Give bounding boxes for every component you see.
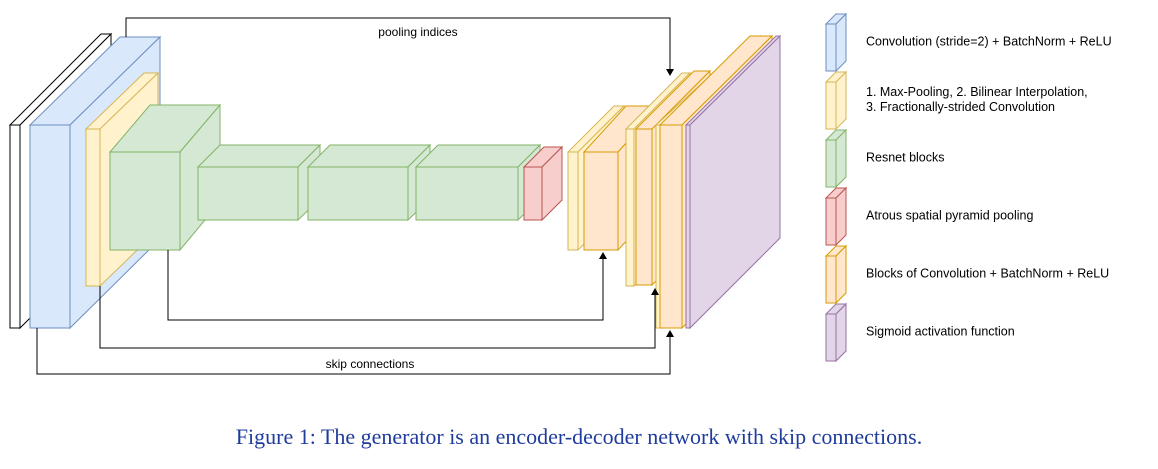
legend-item: Blocks of Convolution + BatchNorm + ReLU: [824, 244, 1109, 305]
resnet-block-2: [196, 143, 322, 222]
legend-swatch: [824, 12, 848, 73]
legend-label: Atrous spatial pyramid pooling: [866, 209, 1033, 223]
legend-swatch: [824, 302, 848, 363]
legend-swatch: [824, 70, 848, 131]
legend-swatch: [824, 128, 848, 189]
skip-connection-middle: [99, 286, 659, 349]
legend-item: Resnet blocks: [824, 128, 945, 189]
legend-label: Convolution (stride=2) + BatchNorm + ReL…: [866, 35, 1112, 49]
legend: Convolution (stride=2) + BatchNorm + ReL…: [824, 12, 1112, 363]
skip-connection-outer: [36, 328, 674, 375]
aspp-block: [522, 145, 564, 222]
skip-connection-inner: [167, 250, 607, 321]
legend-label: Sigmoid activation function: [866, 325, 1015, 339]
resnet-block-3: [306, 143, 432, 222]
legend-item: Sigmoid activation function: [824, 302, 1015, 363]
legend-label: 1. Max-Pooling, 2. Bilinear Interpolatio…: [866, 85, 1088, 99]
legend-label: Blocks of Convolution + BatchNorm + ReLU: [866, 267, 1109, 281]
legend-label: Resnet blocks: [866, 151, 945, 165]
resnet-block-4: [414, 143, 542, 222]
skip-connections-label: skip connections: [326, 357, 415, 371]
pooling-indices-label: pooling indices: [378, 25, 457, 39]
legend-item: Atrous spatial pyramid pooling: [824, 186, 1033, 247]
sigmoid-block: [684, 34, 782, 330]
legend-item: Convolution (stride=2) + BatchNorm + ReL…: [824, 12, 1112, 73]
pooling-indices-arrow: [125, 17, 674, 76]
legend-swatch: [824, 244, 848, 305]
figure-caption: Figure 1: The generator is an encoder-de…: [235, 424, 923, 449]
legend-item: 1. Max-Pooling, 2. Bilinear Interpolatio…: [824, 70, 1088, 131]
legend-swatch: [824, 186, 848, 247]
legend-label: 3. Fractionally-strided Convolution: [866, 100, 1055, 114]
